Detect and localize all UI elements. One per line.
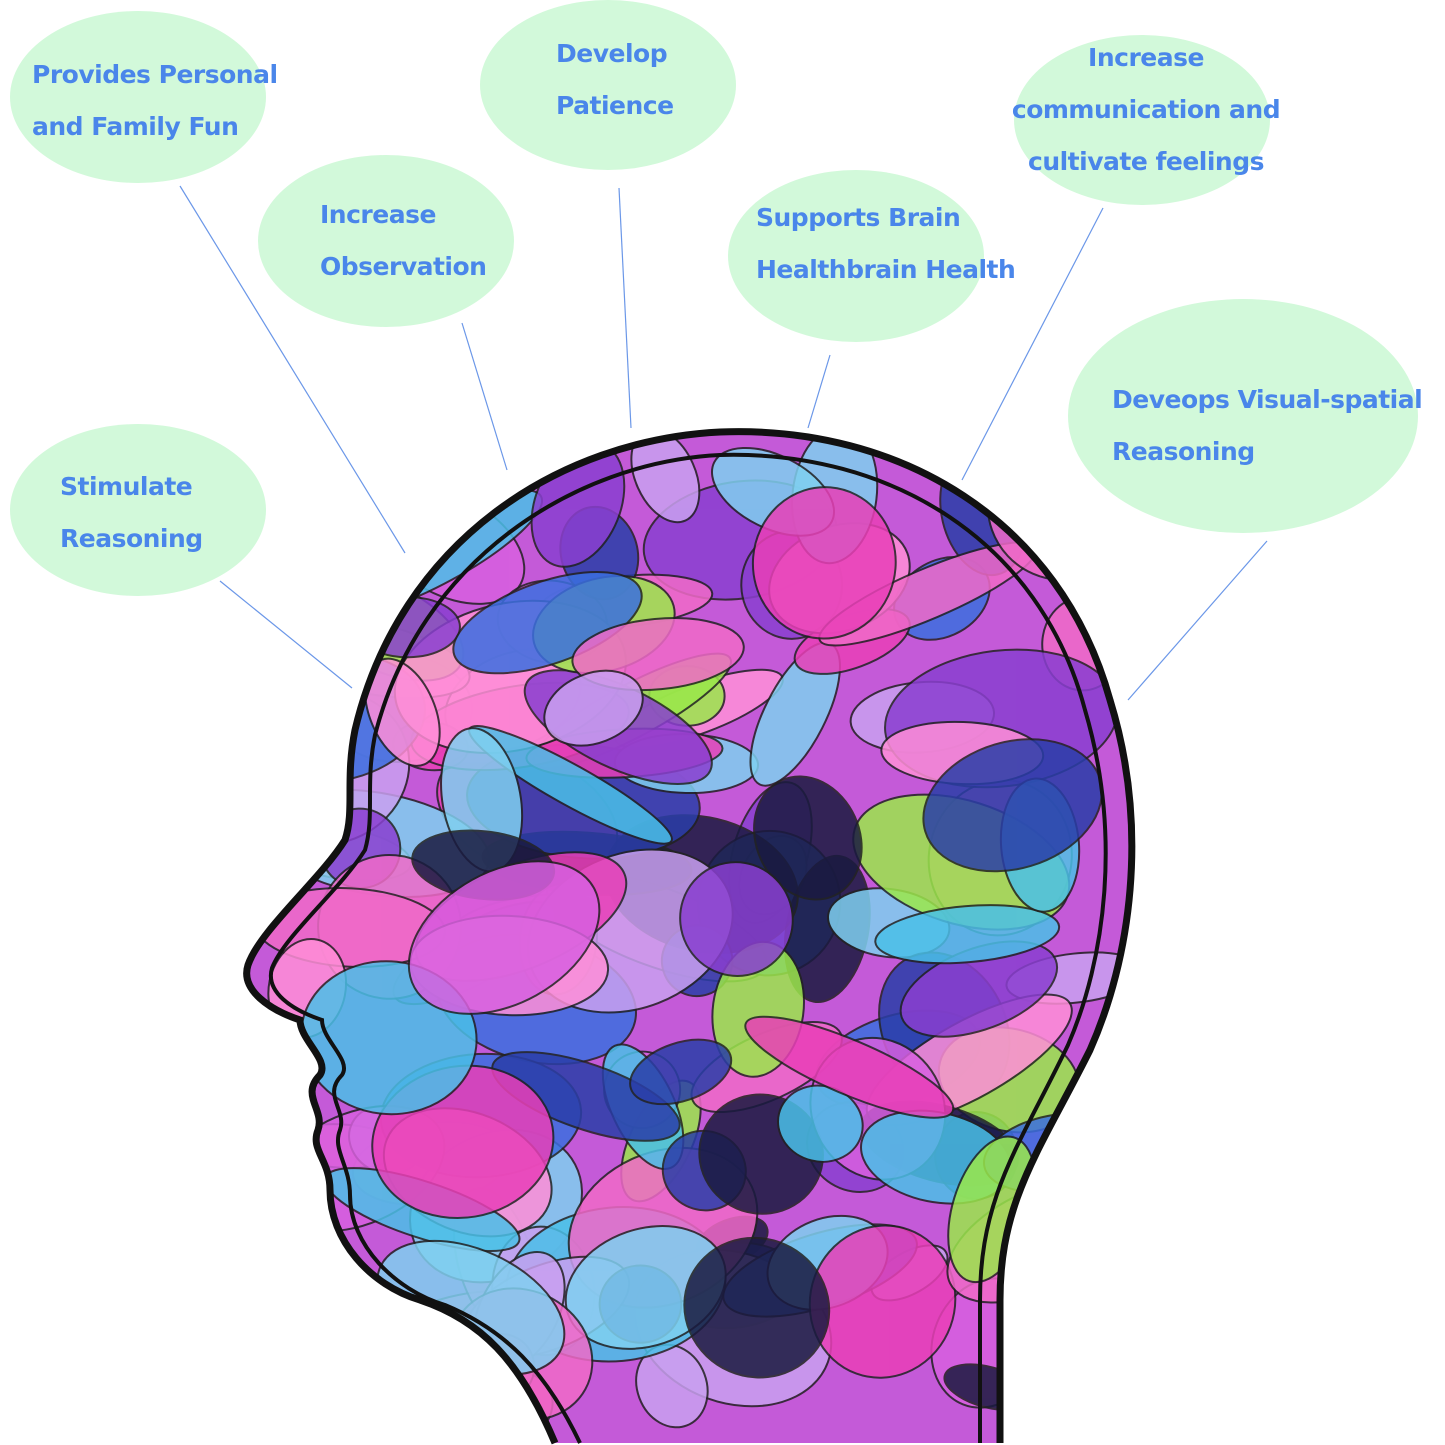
pattern-shape bbox=[407, 860, 601, 1015]
pattern-shape bbox=[744, 1015, 955, 1119]
bubble-text: Increase bbox=[1088, 43, 1204, 72]
bubble-communication: Increase communication and cultivate fee… bbox=[1012, 35, 1281, 205]
head-puzzle-illustration bbox=[243, 428, 1136, 1445]
pattern-shape bbox=[753, 775, 863, 901]
bubble-text: communication and bbox=[1012, 95, 1280, 124]
bubble-text: Patience bbox=[556, 91, 674, 120]
bubble-visual-spatial: Deveops Visual-spatial Reasoning bbox=[1068, 299, 1423, 533]
bubble-text: Deveops Visual-spatial bbox=[1112, 385, 1422, 414]
pattern-shape bbox=[491, 1051, 681, 1142]
bubble-observation: Increase Observation bbox=[258, 155, 514, 327]
bubble-patience: Develop Patience bbox=[480, 0, 736, 170]
bubble-text: Increase bbox=[320, 200, 436, 229]
pattern-shape bbox=[1045, 1308, 1132, 1420]
bubble-text: cultivate feelings bbox=[1028, 147, 1264, 176]
bubble-text: Develop bbox=[556, 39, 667, 68]
bubble-text: Stimulate bbox=[60, 472, 192, 501]
pattern-shape bbox=[874, 904, 1061, 965]
bubble-text: Healthbrain Health bbox=[756, 255, 1015, 284]
bubble-text: Provides Personal bbox=[32, 60, 278, 89]
pattern-shape bbox=[679, 861, 794, 977]
bubble-text: Reasoning bbox=[60, 524, 203, 553]
pattern-shape bbox=[629, 1038, 733, 1106]
pattern-shape bbox=[304, 556, 383, 641]
bubble-text: and Family Fun bbox=[32, 112, 238, 141]
connector-lines bbox=[179, 185, 1268, 701]
bubble-brain-health: Supports Brain Healthbrain Health bbox=[728, 170, 1016, 342]
pattern-shape bbox=[543, 669, 644, 747]
pattern-shape bbox=[751, 486, 897, 640]
pattern-shape bbox=[683, 1236, 831, 1379]
bubble-text: Reasoning bbox=[1112, 437, 1255, 466]
pattern-shape bbox=[630, 431, 701, 524]
bubble-text: Observation bbox=[320, 252, 486, 281]
bubble-family-fun: Provides Personal and Family Fun bbox=[10, 11, 278, 183]
bubble-text: Supports Brain bbox=[756, 203, 960, 232]
pattern-shape bbox=[452, 571, 643, 675]
bubble-stimulate-reasoning: Stimulate Reasoning bbox=[10, 424, 266, 596]
